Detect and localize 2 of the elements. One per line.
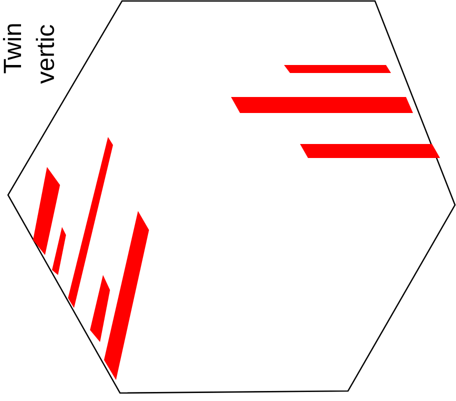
- rotated-label: Twin: [2, 24, 22, 74]
- rotated-label: vertic: [36, 24, 54, 84]
